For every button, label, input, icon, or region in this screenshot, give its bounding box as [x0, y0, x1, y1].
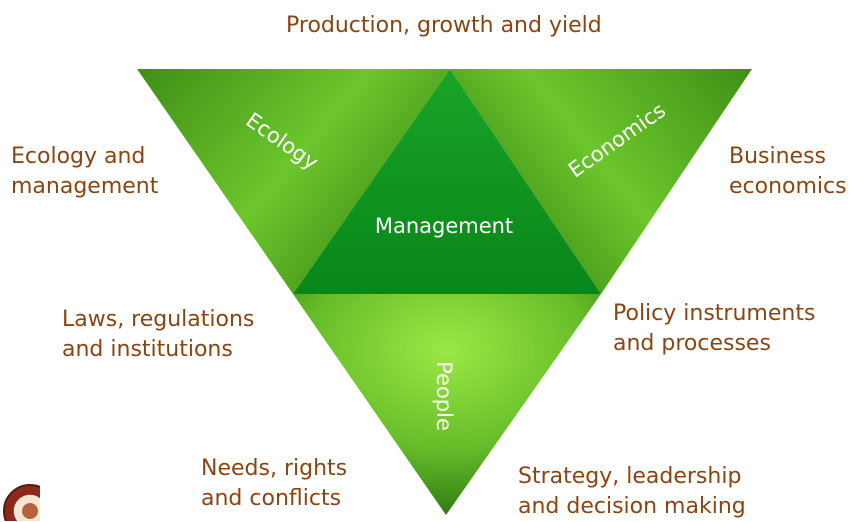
laws-line-2: and institutions [62, 337, 233, 362]
ecology-management-line-1: Ecology and [11, 144, 146, 169]
strategy-line-2: and decision making [518, 494, 746, 519]
ecology-management-label: Ecology and management [11, 142, 158, 202]
people-segment-label: People [432, 361, 456, 431]
laws-label: Laws, regulations and institutions [62, 305, 254, 365]
top-label: Production, growth and yield [286, 11, 602, 41]
business-economics-label: Business economics [729, 142, 847, 202]
laws-line-1: Laws, regulations [62, 307, 255, 332]
management-triangle [293, 69, 601, 294]
ecology-segment [137, 69, 450, 294]
business-economics-line-1: Business [729, 144, 827, 169]
needs-line-1: Needs, rights [201, 456, 348, 481]
policy-line-2: and processes [613, 331, 771, 356]
management-label: Management [375, 214, 513, 238]
strategy-line-1: Strategy, leadership [518, 464, 742, 489]
needs-label: Needs, rights and conflicts [201, 454, 347, 514]
strategy-label: Strategy, leadership and decision making [518, 462, 746, 522]
policy-line-1: Policy instruments [613, 301, 816, 326]
economics-segment [450, 69, 752, 294]
business-economics-line-2: economics [729, 174, 847, 199]
university-seal-logo [3, 484, 40, 521]
top-label-text: Production, growth and yield [286, 13, 602, 38]
ecology-management-line-2: management [11, 174, 159, 199]
needs-line-2: and conflicts [201, 486, 342, 511]
policy-label: Policy instruments and processes [613, 299, 815, 359]
people-segment [293, 294, 601, 515]
